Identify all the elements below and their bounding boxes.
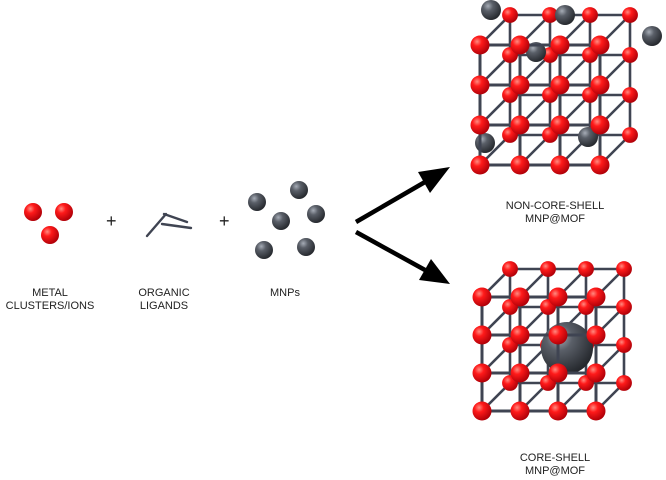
metal-node xyxy=(472,287,492,307)
metal-node xyxy=(622,47,638,63)
organic-ligands-label: ORGANIC LIGANDS xyxy=(128,287,200,313)
metal-node xyxy=(578,261,594,277)
arrow-up-head xyxy=(418,167,450,193)
metal-node xyxy=(510,363,530,383)
metal-node xyxy=(510,115,530,135)
mnps-icon xyxy=(248,181,325,259)
metal-node xyxy=(616,337,632,353)
metal-cluster-1 xyxy=(24,203,42,221)
metal-node xyxy=(510,401,530,421)
reaction-arrows xyxy=(354,167,450,284)
arrow-down-shaft xyxy=(354,230,427,272)
core-shell-label: CORE-SHELL MNP@MOF xyxy=(508,452,602,478)
metal-node xyxy=(586,363,606,383)
metal-node xyxy=(472,401,492,421)
metal-node xyxy=(472,325,492,345)
metal-clusters-icon xyxy=(24,203,73,244)
mnp-particle xyxy=(481,0,501,20)
metal-node xyxy=(616,375,632,391)
metal-node xyxy=(470,75,490,95)
non-core-shell-mof xyxy=(470,0,662,175)
metal-clusters-label: METAL CLUSTERS/IONS xyxy=(4,287,96,313)
metal-node xyxy=(616,299,632,315)
plus-sign: + xyxy=(106,211,117,231)
metal-node xyxy=(542,7,558,23)
mnp-particle xyxy=(248,193,266,211)
mnp-particle xyxy=(272,212,290,230)
metal-node xyxy=(622,87,638,103)
metal-node xyxy=(502,261,518,277)
metal-cluster-2 xyxy=(55,203,73,221)
metal-node xyxy=(548,325,568,345)
mnps-label: MNPs xyxy=(270,287,300,299)
metal-node xyxy=(550,35,570,55)
metal-node xyxy=(510,35,530,55)
metal-node xyxy=(470,155,490,175)
metal-node xyxy=(550,75,570,95)
mnp-particle xyxy=(475,133,495,153)
metal-node xyxy=(470,115,490,135)
metal-node xyxy=(510,325,530,345)
metal-node xyxy=(510,155,530,175)
organic-ligands-icon xyxy=(145,212,193,238)
mnp-particle xyxy=(642,26,662,46)
metal-node xyxy=(586,401,606,421)
metal-node xyxy=(510,287,530,307)
metal-node xyxy=(622,127,638,143)
mnp-particle xyxy=(307,205,325,223)
metal-node xyxy=(622,7,638,23)
core-shell-mof xyxy=(472,261,632,421)
label-line: METAL xyxy=(32,287,68,299)
metal-node xyxy=(590,75,610,95)
metal-node xyxy=(548,363,568,383)
metal-node xyxy=(548,287,568,307)
label-line: CLUSTERS/IONS xyxy=(5,300,95,312)
metal-node xyxy=(590,115,610,135)
mnp-particle xyxy=(578,127,598,147)
mnp-particle xyxy=(526,42,546,62)
label-line: LIGANDS xyxy=(139,300,189,312)
metal-node xyxy=(582,7,598,23)
mnp-particle xyxy=(297,238,315,256)
plus-sign: + xyxy=(219,211,230,231)
mnp-particle xyxy=(555,5,575,25)
metal-node xyxy=(550,155,570,175)
mnp-particle xyxy=(255,241,273,259)
metal-node xyxy=(590,35,610,55)
label-line: CORE-SHELL xyxy=(519,452,591,464)
arrow-up-shaft xyxy=(354,180,427,224)
label-line: ORGANIC xyxy=(138,287,190,299)
metal-node xyxy=(470,35,490,55)
metal-cluster-3 xyxy=(41,226,59,244)
label-line: MNP@MOF xyxy=(524,465,586,477)
metal-node xyxy=(502,7,518,23)
metal-node xyxy=(550,115,570,135)
mnp-core xyxy=(541,322,593,374)
arrow-down-head xyxy=(419,259,450,284)
metal-node xyxy=(590,155,610,175)
mnp-particle xyxy=(290,181,308,199)
metal-node xyxy=(586,287,606,307)
metal-node xyxy=(586,325,606,345)
metal-node xyxy=(616,261,632,277)
metal-node xyxy=(548,401,568,421)
metal-node xyxy=(540,261,556,277)
metal-node xyxy=(472,363,492,383)
label-line: MNP@MOF xyxy=(524,213,586,225)
metal-node xyxy=(510,75,530,95)
label-line: NON-CORE-SHELL xyxy=(505,200,605,212)
non-core-shell-label: NON-CORE-SHELL MNP@MOF xyxy=(500,200,610,226)
